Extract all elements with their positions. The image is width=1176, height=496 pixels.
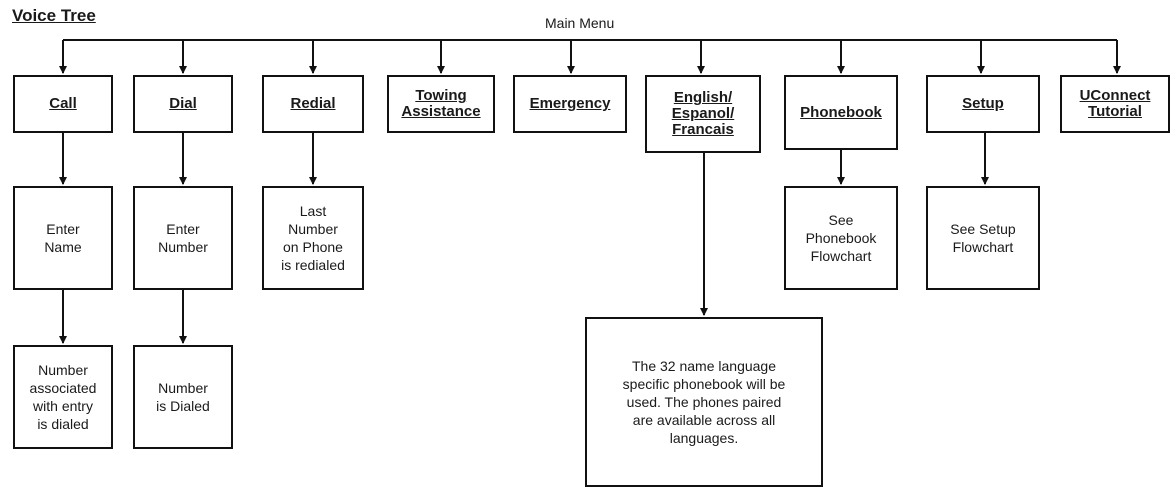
menu-label-towing: Towing Assistance [401, 87, 481, 120]
setup-flowchart-box: See Setup Flowchart [926, 186, 1040, 290]
menu-box-redial: Redial [262, 75, 364, 133]
menu-box-call: Call [13, 75, 113, 133]
call-enter-name-box: Enter Name [13, 186, 113, 290]
dial-enter-number-box: Enter Number [133, 186, 233, 290]
menu-box-tutorial: UConnect Tutorial [1060, 75, 1170, 133]
diagram-title: Voice Tree [12, 6, 96, 25]
language-note-box: The 32 name language specific phonebook … [585, 317, 823, 487]
dial-enter-number-text: Enter Number [158, 220, 208, 255]
menu-box-dial: Dial [133, 75, 233, 133]
dial-number-dialed-box: Number is Dialed [133, 345, 233, 449]
phonebook-flowchart-text: See Phonebook Flowchart [805, 211, 877, 265]
menu-box-emergency: Emergency [513, 75, 627, 133]
language-note-text: The 32 name language specific phonebook … [622, 357, 786, 447]
menu-label-dial: Dial [169, 95, 197, 113]
dial-number-dialed-text: Number is Dialed [156, 379, 210, 414]
call-number-dialed-text: Number associated with entry is dialed [29, 361, 97, 433]
menu-box-towing: Towing Assistance [387, 75, 495, 133]
main-menu-label: Main Menu [545, 15, 615, 31]
call-enter-name-text: Enter Name [44, 220, 82, 255]
menu-label-setup: Setup [962, 95, 1004, 113]
menu-label-emergency: Emergency [529, 95, 611, 113]
menu-box-language: English/ Espanol/ Francais [645, 75, 761, 153]
menu-label-language: English/ Espanol/ Francais [671, 89, 735, 138]
phonebook-flowchart-box: See Phonebook Flowchart [784, 186, 898, 290]
menu-label-call: Call [49, 95, 77, 113]
setup-flowchart-text: See Setup Flowchart [950, 220, 1016, 255]
menu-box-setup: Setup [926, 75, 1040, 133]
menu-label-redial: Redial [290, 95, 336, 113]
menu-label-phonebook: Phonebook [800, 103, 882, 121]
redial-last-number-box: Last Number on Phone is redialed [262, 186, 364, 290]
menu-box-phonebook: Phonebook [784, 75, 898, 150]
call-number-dialed-box: Number associated with entry is dialed [13, 345, 113, 449]
redial-last-number-text: Last Number on Phone is redialed [281, 202, 345, 274]
menu-label-tutorial: UConnect Tutorial [1079, 87, 1151, 120]
